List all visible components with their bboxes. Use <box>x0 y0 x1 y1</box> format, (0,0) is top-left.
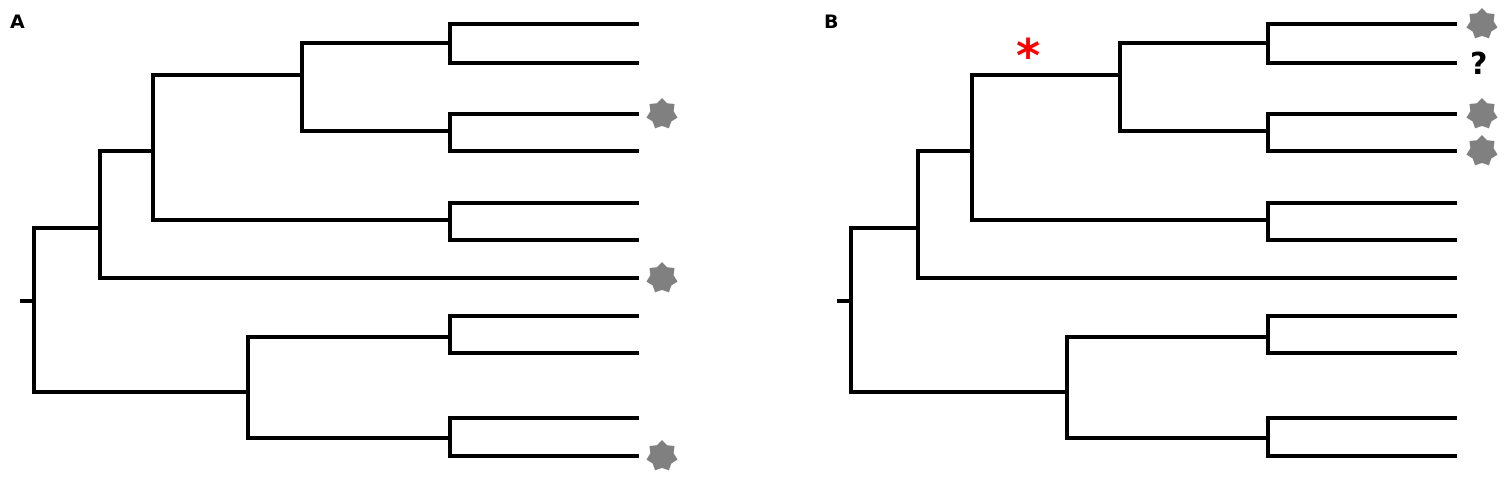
tree-b <box>837 22 1457 458</box>
star-icon <box>1466 8 1498 39</box>
asterisk-icon: * <box>1016 29 1040 83</box>
tree-a <box>20 22 639 458</box>
question-mark-label: ? <box>1470 47 1487 82</box>
markers-a <box>646 98 678 471</box>
panel-b: B <box>824 8 1498 458</box>
markers-b: ? <box>1466 8 1498 166</box>
panel-a-label: A <box>10 11 25 33</box>
star-icon <box>1466 98 1498 129</box>
star-icon <box>646 98 678 129</box>
star-icon <box>1466 135 1498 166</box>
star-icon <box>646 262 678 293</box>
panel-a: A <box>10 11 678 471</box>
panel-b-label: B <box>824 11 838 33</box>
star-icon <box>646 440 678 471</box>
